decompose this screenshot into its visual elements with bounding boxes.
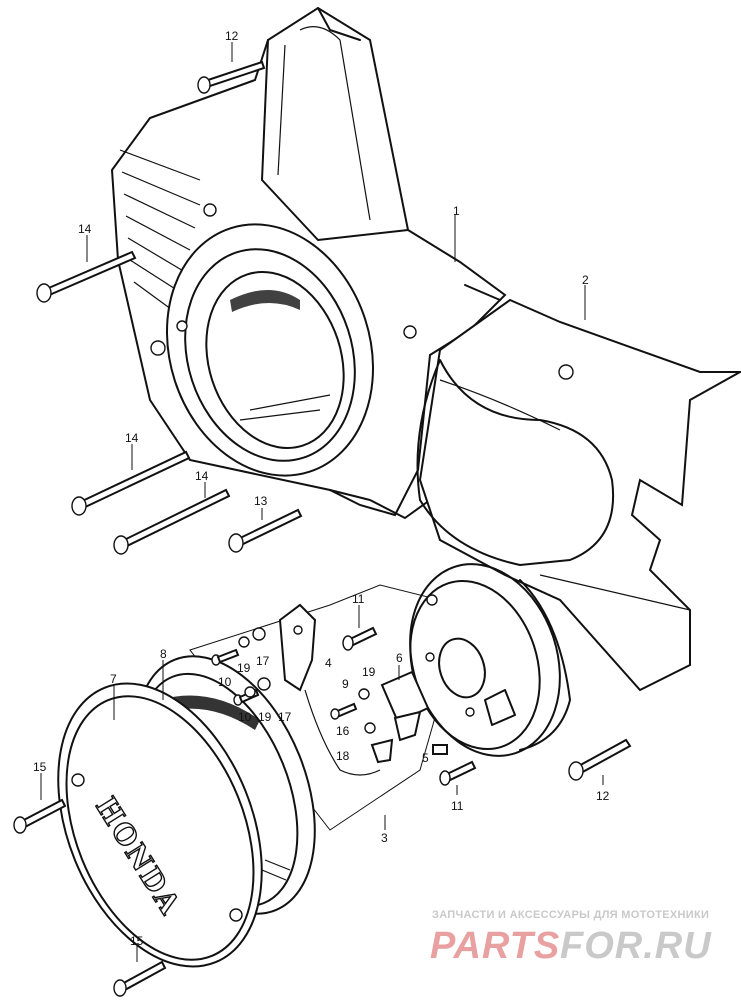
callout-13: 13	[254, 494, 268, 508]
callout-10-lower: 10	[238, 710, 252, 724]
callout-19-right: 19	[362, 665, 376, 679]
callout-17-upper: 17	[256, 654, 270, 668]
callout-17-lower: 17	[278, 710, 292, 724]
callout-3: 3	[381, 831, 388, 845]
callout-5: 5	[422, 751, 429, 765]
stator-plate-assembly	[189, 563, 571, 831]
watermark-caption: ЗАПЧАСТИ И АКСЕССУАРЫ ДЛЯ МОТОТЕХНИКИ	[432, 909, 709, 921]
callout-labels: 1 2 3 4 5 6 7 8 9 10 10 11 11 12 12 13 1…	[33, 29, 610, 948]
callout-19-upper: 19	[237, 661, 251, 675]
callout-10-upper: 10	[218, 675, 232, 689]
callout-14-top: 14	[78, 222, 92, 236]
watermark-brand-left: PARTS	[430, 925, 560, 967]
watermark-brand-right: FOR.RU	[560, 925, 712, 967]
callout-9: 9	[342, 677, 349, 691]
fasteners	[13, 60, 632, 997]
callout-11-upper: 11	[352, 592, 365, 606]
callout-12-right: 12	[596, 789, 610, 803]
callout-14-lower: 14	[195, 469, 209, 483]
callout-12-top: 12	[225, 29, 239, 43]
callout-19-middle: 19	[258, 710, 272, 724]
callout-14-middle: 14	[125, 431, 139, 445]
callout-11-lower: 11	[451, 799, 464, 813]
point-cover: HONDA	[57, 682, 263, 968]
callout-6: 6	[396, 651, 403, 665]
watermark: ЗАПЧАСТИ И АКСЕССУАРЫ ДЛЯ МОТОТЕХНИКИ PA…	[430, 909, 712, 967]
callout-15-bottom: 15	[130, 934, 144, 948]
callout-2: 2	[582, 273, 589, 287]
callout-4: 4	[325, 656, 332, 670]
callout-7: 7	[110, 672, 117, 686]
left-crankcase-cover	[110, 6, 507, 519]
sprocket-cover	[416, 298, 741, 692]
callout-18: 18	[336, 749, 350, 763]
callout-8: 8	[160, 647, 167, 661]
callout-16: 16	[336, 724, 350, 738]
callout-15-left: 15	[33, 760, 47, 774]
callout-1: 1	[453, 204, 460, 218]
leader-lines	[40, 42, 604, 962]
